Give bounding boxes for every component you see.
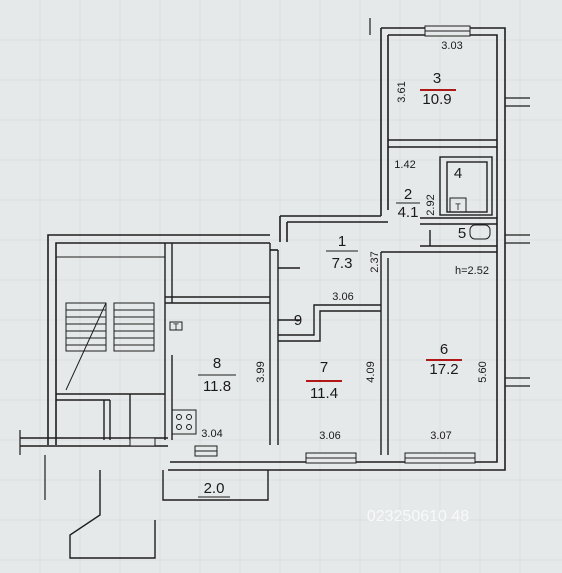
- dim-3-06-bottom: 3.06: [319, 430, 340, 442]
- wc-mark: T: [455, 202, 461, 212]
- watermark: 023250610 48: [367, 508, 469, 525]
- dim-3-61: 3.61: [396, 81, 408, 102]
- dim-3-07: 3.07: [430, 430, 451, 442]
- dim-3-99: 3.99: [255, 361, 267, 382]
- room-6-number: 6: [440, 341, 448, 358]
- dim-2-92: 2.92: [425, 194, 437, 215]
- room-7-number: 7: [320, 359, 328, 376]
- room-3-number: 3: [433, 70, 441, 87]
- dim-5-60: 5.60: [477, 361, 489, 382]
- balcony: [69, 470, 269, 559]
- toilet: [469, 224, 491, 240]
- room-9-number: 9: [294, 312, 302, 329]
- room-2-number: 2: [404, 186, 412, 203]
- room-6-area: 17.2: [429, 361, 458, 378]
- dim-3-04: 3.04: [201, 428, 222, 440]
- balcony-area: 2.0: [204, 480, 225, 497]
- interior-walls: [56, 139, 497, 455]
- dim-3-06-mid: 3.06: [332, 291, 353, 303]
- axis-ticks: [19, 18, 530, 500]
- room-5-number: 5: [458, 225, 466, 242]
- room-3-area: 10.9: [422, 91, 451, 108]
- room-8-area: 11.8: [203, 378, 231, 395]
- room-7-area: 11.4: [310, 385, 338, 402]
- room-2-area: 4.1: [398, 204, 419, 221]
- stove: [171, 409, 197, 435]
- dim-4-09: 4.09: [365, 361, 377, 382]
- room-1-area: 7.3: [332, 255, 353, 272]
- ceiling-height: h=2.52: [455, 265, 489, 277]
- staircase: [56, 256, 165, 391]
- dim-2-37: 2.37: [369, 251, 381, 272]
- room-4-number: 4: [454, 165, 462, 182]
- dim-3-03: 3.03: [441, 40, 462, 52]
- bathtub: [449, 197, 467, 213]
- fixtures: [169, 197, 491, 435]
- windows: [129, 25, 476, 464]
- dim-1-42: 1.42: [394, 159, 415, 171]
- room-1-number: 1: [338, 233, 346, 250]
- room-8-number: 8: [213, 355, 221, 372]
- kitchen-mark: T: [173, 322, 179, 332]
